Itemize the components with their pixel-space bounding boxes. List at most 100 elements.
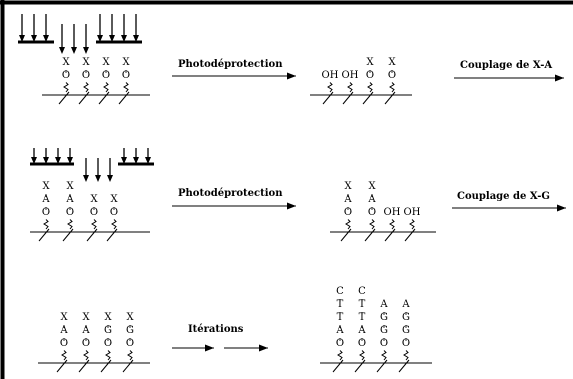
linker-squiggle (389, 82, 395, 93)
uv-arrowhead (109, 35, 115, 42)
couplage-xg-label: Couplage de X-G (457, 191, 550, 202)
mask-opaque-segment (118, 148, 154, 166)
linker-squiggle (43, 219, 49, 230)
linker-anchor (376, 359, 388, 373)
residue-a: A (379, 299, 388, 310)
uv-arrowhead (83, 175, 89, 182)
linker-anchor (322, 91, 334, 105)
residue-o: O (388, 70, 396, 81)
linker-anchor (362, 91, 374, 105)
linker-anchor (100, 359, 112, 373)
linker-anchor (118, 91, 130, 105)
linker-squiggle (337, 350, 343, 361)
residue-o: O (60, 338, 68, 349)
uv-arrowhead (67, 157, 73, 164)
residue-a: A (343, 194, 352, 205)
linker-anchor (38, 228, 50, 242)
residue-g: G (402, 312, 410, 323)
linker-anchor (122, 359, 134, 373)
residue-o: O (42, 207, 50, 218)
linker-squiggle (327, 82, 333, 93)
hydroxyl-group: OH (322, 70, 339, 81)
linker-anchor (354, 359, 366, 373)
linker-squiggle (105, 350, 111, 361)
residue-o: O (336, 338, 344, 349)
mask-opaque-segment (96, 14, 142, 44)
strand: OAX (340, 181, 352, 242)
residue-o: O (102, 70, 110, 81)
strand: OAX (364, 181, 376, 242)
linker-squiggle (381, 350, 387, 361)
linker-anchor (340, 228, 352, 242)
strand: OH (384, 207, 401, 242)
residue-o: O (62, 70, 70, 81)
linker-squiggle (389, 219, 395, 230)
strand: OX (58, 57, 70, 105)
linker-squiggle (347, 82, 353, 93)
residue-x: X (62, 57, 70, 68)
uv-arrowhead (43, 35, 49, 42)
strand: OH (404, 207, 421, 242)
linker-squiggle (61, 350, 67, 361)
linker-squiggle (409, 219, 415, 230)
linker-anchor (332, 359, 344, 373)
strand: OX (362, 57, 374, 105)
coupling-a-step: Couplage de X-A (454, 60, 564, 82)
residue-a: A (81, 325, 90, 336)
uv-arrowhead (19, 35, 25, 42)
row2-photomasks (30, 148, 154, 182)
photodeprotection-label-2: Photodéprotection (178, 188, 283, 199)
linker-squiggle (83, 82, 89, 93)
residue-x: X (344, 181, 352, 192)
linker-squiggle (83, 350, 89, 361)
residue-g: G (380, 312, 388, 323)
linker-anchor (342, 91, 354, 105)
hydroxyl-group: OH (342, 70, 359, 81)
strand: OX (384, 57, 396, 105)
linker-anchor (384, 228, 396, 242)
iterations-label: Itérations (188, 324, 244, 335)
hydroxyl-group: OH (384, 207, 401, 218)
uv-arrowhead (107, 175, 113, 182)
residue-a: A (367, 194, 376, 205)
strand: OH (322, 70, 339, 105)
uv-light-segment (83, 158, 113, 182)
mask-opaque-segment (30, 148, 74, 166)
residue-o: O (402, 338, 410, 349)
strand: OAX (78, 312, 90, 373)
residue-x: X (388, 57, 396, 68)
linker-anchor (62, 228, 74, 242)
residue-g: G (402, 325, 410, 336)
uv-arrowhead (121, 35, 127, 42)
residue-t: T (359, 299, 366, 310)
residue-t: T (337, 312, 344, 323)
strand: OAX (62, 181, 74, 242)
residue-x: X (368, 181, 376, 192)
linker-squiggle (367, 82, 373, 93)
residue-c: C (336, 286, 344, 297)
linker-anchor (398, 359, 410, 373)
residue-x: X (122, 57, 130, 68)
residue-x: X (82, 312, 90, 323)
uv-arrowhead (145, 157, 151, 164)
residue-o: O (358, 338, 366, 349)
residue-o: O (110, 207, 118, 218)
residue-t: T (337, 299, 344, 310)
residue-x: X (90, 194, 98, 205)
residue-g: G (126, 325, 134, 336)
residue-o: O (380, 338, 388, 349)
linker-anchor (364, 228, 376, 242)
residue-a: A (65, 194, 74, 205)
uv-arrowhead (133, 35, 139, 42)
residue-x: X (104, 312, 112, 323)
